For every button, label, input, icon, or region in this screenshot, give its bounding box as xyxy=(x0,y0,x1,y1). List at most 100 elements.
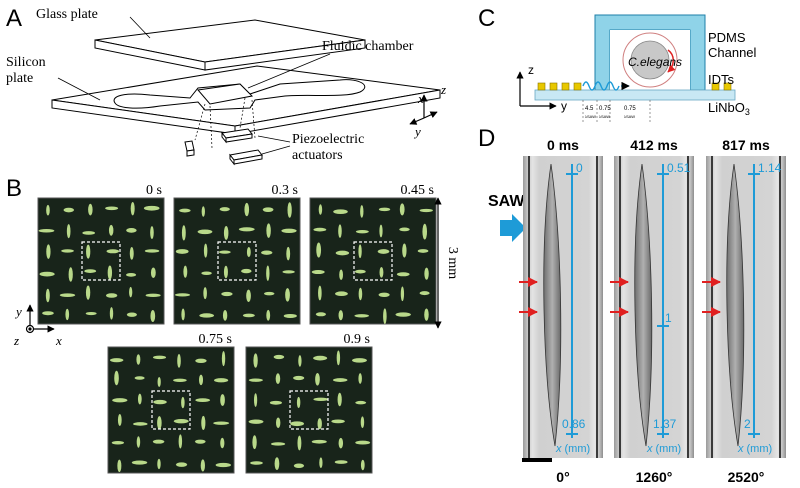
particle xyxy=(285,288,290,302)
frame-background xyxy=(614,156,694,458)
frame-angle: 0° xyxy=(556,469,569,485)
particle xyxy=(66,224,71,239)
particle xyxy=(355,400,367,405)
particle xyxy=(377,249,390,254)
particle xyxy=(248,378,263,382)
piezo-actuators xyxy=(184,128,263,166)
particle xyxy=(108,224,114,236)
particle xyxy=(46,244,51,259)
particle xyxy=(218,250,231,254)
particle xyxy=(424,308,429,321)
particle xyxy=(173,378,187,382)
micrograph-frame: 00.86x(mm)0 ms0° xyxy=(519,137,603,485)
particle xyxy=(105,293,118,298)
particle xyxy=(222,309,228,321)
particle xyxy=(379,267,384,278)
frame-angle: 1260° xyxy=(636,469,673,485)
particle xyxy=(178,434,183,449)
particle xyxy=(200,459,205,472)
panel-a: A Glass plate Silicon plate Fluidic cham… xyxy=(6,5,446,166)
particle xyxy=(221,291,233,297)
pdms-label-2: Channel xyxy=(708,45,757,60)
particle xyxy=(246,246,251,258)
particle xyxy=(313,397,329,401)
projection-lines xyxy=(194,97,256,149)
particle xyxy=(109,307,114,320)
particle xyxy=(281,228,297,233)
dim-unit-1: λSAW xyxy=(585,114,596,119)
silicon-label-2: plate xyxy=(6,71,33,86)
particle xyxy=(219,207,230,212)
idts-label: IDTs xyxy=(708,72,735,87)
particle xyxy=(352,358,367,363)
chamber-background xyxy=(173,197,301,325)
chamber-image: 0.9 s xyxy=(245,332,373,474)
c-axis-z: z xyxy=(528,63,534,77)
particle xyxy=(173,418,189,424)
silicon-leader xyxy=(57,77,101,101)
a-axis-y: y xyxy=(413,124,421,139)
particle xyxy=(275,373,281,385)
particle xyxy=(45,288,50,303)
particle xyxy=(274,457,280,471)
particle xyxy=(195,398,211,403)
particle xyxy=(298,355,302,367)
particle xyxy=(355,440,371,445)
particle xyxy=(244,202,250,217)
particle xyxy=(296,396,301,409)
particle xyxy=(177,354,181,368)
particle xyxy=(396,272,410,277)
particle xyxy=(153,399,167,405)
particle xyxy=(336,350,341,366)
particle xyxy=(61,249,74,253)
particle xyxy=(419,291,430,296)
particle xyxy=(126,228,137,233)
particle xyxy=(65,308,70,321)
chamber-image: 0.3 s xyxy=(173,183,301,325)
particle xyxy=(152,439,165,444)
particle xyxy=(253,353,258,368)
particle xyxy=(358,373,362,384)
particle xyxy=(201,206,205,217)
particle xyxy=(220,437,225,449)
particle xyxy=(317,418,322,430)
piezo-leader-2 xyxy=(261,145,291,155)
panel-c-axes xyxy=(516,71,557,110)
substrate-label: LiNbO3 xyxy=(708,100,750,117)
particle xyxy=(143,205,160,211)
axis-label: x(mm) xyxy=(555,443,590,455)
panel-d: D SAW 00.86x(mm)0 ms0°0.511.371x(mm)412 … xyxy=(478,125,786,485)
particle xyxy=(223,226,229,240)
axis-label: x(mm) xyxy=(646,443,681,455)
particle xyxy=(199,313,215,318)
particle xyxy=(417,249,429,253)
particle xyxy=(338,310,344,321)
particle xyxy=(86,244,91,259)
particle xyxy=(195,358,207,363)
particle xyxy=(221,351,226,367)
particle xyxy=(271,442,286,446)
frame-time: 412 ms xyxy=(630,137,678,153)
particle xyxy=(400,286,405,302)
particle xyxy=(144,249,160,253)
particle xyxy=(194,439,206,444)
particle xyxy=(88,203,93,216)
center-region xyxy=(151,390,191,430)
glass-leader xyxy=(129,16,151,39)
particle xyxy=(293,463,305,468)
particle xyxy=(273,354,285,360)
particle xyxy=(269,400,282,405)
particle xyxy=(335,250,350,256)
glass-plate-label: Glass plate xyxy=(36,7,98,22)
particle xyxy=(419,208,433,213)
particle xyxy=(46,204,50,216)
frame-time: 817 ms xyxy=(722,137,770,153)
particle xyxy=(126,312,137,317)
particle xyxy=(315,372,320,386)
particle xyxy=(181,396,185,409)
dim-3: 0.75 xyxy=(624,106,636,112)
particle xyxy=(283,313,297,318)
particle xyxy=(175,462,188,467)
